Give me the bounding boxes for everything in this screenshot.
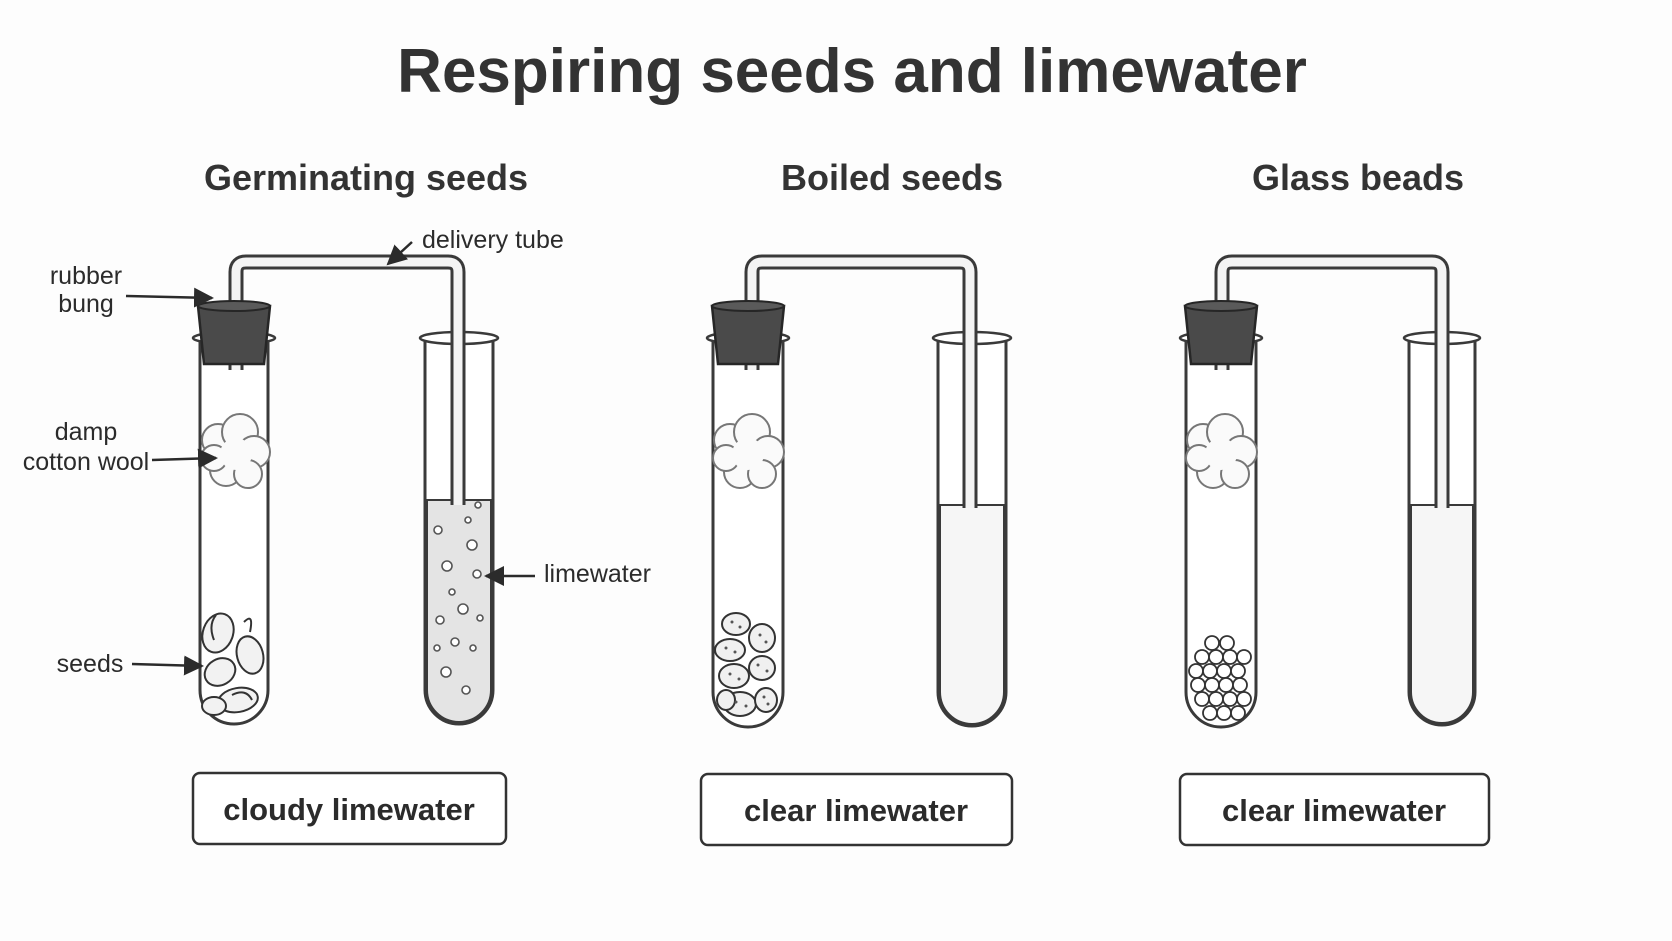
glass-bead bbox=[1208, 691, 1224, 707]
setup-boiled-seeds: Boiled seeds bbox=[699, 157, 1014, 847]
bung-top bbox=[711, 300, 785, 312]
setup-heading: Glass beads bbox=[1252, 157, 1464, 198]
bung-top bbox=[1184, 300, 1258, 312]
glass-bead bbox=[1236, 691, 1252, 707]
delivery-tube-arrow bbox=[386, 241, 413, 266]
glass-bead bbox=[1204, 677, 1220, 693]
germinating-seeds bbox=[201, 612, 265, 716]
result-box bbox=[699, 772, 1014, 847]
glass-bead bbox=[1216, 663, 1232, 679]
glass-bead bbox=[1216, 705, 1232, 721]
glass-bead bbox=[1218, 677, 1234, 693]
clear-limewater-liquid bbox=[939, 504, 1005, 725]
boiled-seeds bbox=[714, 612, 778, 717]
rubber-bung bbox=[1183, 304, 1259, 366]
setup-heading: Germinating seeds bbox=[204, 157, 528, 198]
glass-bead bbox=[1202, 663, 1218, 679]
seeds-label: seeds bbox=[57, 650, 124, 678]
damp-cotton-wool bbox=[712, 413, 785, 489]
glass-bead bbox=[1194, 691, 1210, 707]
glass-bead bbox=[1222, 691, 1238, 707]
clear-limewater-liquid bbox=[1410, 504, 1474, 724]
setup-germinating-seeds: Germinating seeds bbox=[23, 157, 651, 846]
glass-bead bbox=[1222, 649, 1238, 665]
rubber-bung-arrow bbox=[125, 287, 214, 308]
glass-bead bbox=[1204, 635, 1220, 651]
cotton-wool-label: cotton wool bbox=[23, 448, 149, 476]
diagram-title: Respiring seeds and limewater bbox=[397, 37, 1307, 106]
glass-bead bbox=[1202, 705, 1218, 721]
glass-bead bbox=[1230, 705, 1246, 721]
setup-glass-beads: Glass beads clear limewater bbox=[1178, 157, 1491, 847]
result-text: clear limewater bbox=[744, 793, 968, 828]
delivery-tube-bore bbox=[231, 257, 463, 505]
delivery-tube-label: delivery tube bbox=[422, 226, 564, 254]
rubber-bung-label: bung bbox=[58, 290, 114, 318]
glass-bead bbox=[1194, 649, 1210, 665]
rubber-bung bbox=[710, 304, 786, 366]
glass-bead bbox=[1232, 677, 1248, 693]
result-box bbox=[191, 771, 508, 846]
seeds-arrow bbox=[131, 655, 204, 676]
result-text: clear limewater bbox=[1222, 793, 1446, 828]
glass-bead bbox=[1219, 635, 1235, 651]
glass-bead bbox=[1230, 663, 1246, 679]
cotton-wool-label: damp bbox=[55, 418, 118, 446]
cotton-wool-arrow bbox=[151, 448, 218, 469]
result-text: cloudy limewater bbox=[223, 792, 475, 827]
damp-cotton-wool bbox=[200, 413, 271, 489]
glass-bead bbox=[1208, 649, 1224, 665]
limewater-label: limewater bbox=[544, 560, 651, 588]
glass-bead bbox=[1236, 649, 1252, 665]
delivery-tube-bore bbox=[1217, 257, 1447, 508]
glass-beads bbox=[1188, 635, 1252, 721]
delivery-tube-bore bbox=[747, 257, 975, 508]
glass-bead bbox=[1190, 677, 1206, 693]
glass-bead bbox=[1188, 663, 1204, 679]
bung-top bbox=[197, 300, 271, 312]
setup-heading: Boiled seeds bbox=[781, 157, 1003, 198]
rubber-bung-label: rubber bbox=[50, 262, 122, 290]
damp-cotton-wool bbox=[1185, 413, 1258, 489]
result-box bbox=[1178, 772, 1491, 847]
limewater-bubbles bbox=[433, 501, 484, 695]
rubber-bung bbox=[196, 304, 272, 366]
